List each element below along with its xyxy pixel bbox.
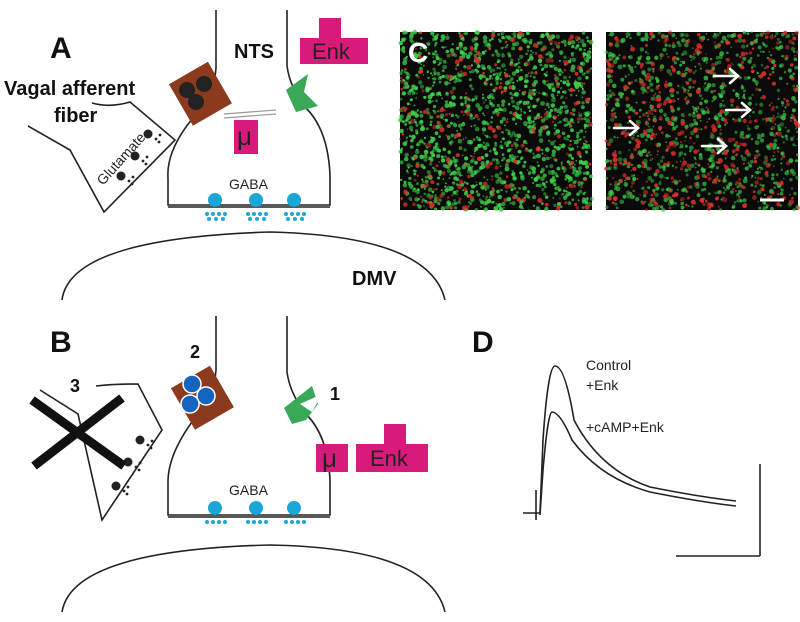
dmv-label: DMV	[352, 268, 397, 290]
ipsc-traces	[523, 366, 736, 520]
panel-b-letter: B	[50, 326, 72, 359]
scale-bars-d	[676, 464, 760, 556]
label-3: 3	[70, 376, 80, 396]
mu-label-b: μ	[322, 443, 337, 473]
panel-d: D Control +Enk +cAMP+Enk	[472, 326, 760, 556]
micrograph-right	[604, 30, 800, 212]
mu-receptor-a: μ	[224, 110, 276, 154]
label-1: 1	[330, 384, 340, 404]
label-2: 2	[190, 342, 200, 362]
gaba-label-a: GABA	[229, 176, 269, 192]
gaba-vesicles-b	[205, 501, 306, 524]
trace-label-enk: +Enk	[586, 377, 619, 393]
panel-c-letter: C	[408, 37, 428, 68]
enk-label-a: Enk	[312, 39, 351, 64]
trace-label-control: Control	[586, 357, 631, 373]
enk-peptide-a: Enk	[300, 18, 368, 64]
vagal-afferent-terminal	[28, 102, 175, 212]
mu-label-a: μ	[237, 121, 252, 151]
fiber-label-line1: Vagal afferent	[4, 78, 136, 100]
dmv-neuron-b	[62, 545, 445, 612]
fiber-label-line2: fiber	[54, 105, 98, 127]
green-receptor-b	[284, 386, 322, 424]
trace-label-camp: +cAMP+Enk	[586, 419, 665, 435]
panel-d-letter: D	[472, 326, 494, 359]
panel-b: B 3 2 1	[32, 316, 445, 612]
gaba-label-b: GABA	[229, 482, 269, 498]
brown-receptor-b	[171, 366, 234, 430]
brown-receptor-a	[169, 62, 232, 126]
panel-c: C	[398, 30, 800, 212]
panel-a-letter: A	[50, 32, 72, 65]
mu-receptor-b: μ	[316, 443, 348, 473]
enk-peptide-b: Enk	[356, 424, 428, 472]
panel-a: A Vagal afferent fiber Glutamate NTS Enk	[4, 10, 445, 300]
enk-label-b: Enk	[370, 446, 409, 471]
nts-label: NTS	[234, 41, 274, 63]
blocked-x-mark	[32, 398, 124, 466]
